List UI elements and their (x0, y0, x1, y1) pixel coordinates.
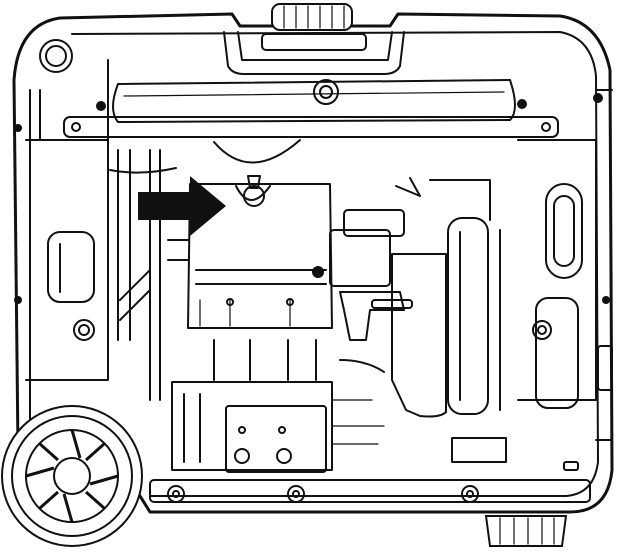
right-side-panel (517, 93, 613, 409)
muffler (391, 179, 501, 418)
rubber-foot (484, 515, 568, 547)
engine-block (187, 139, 333, 329)
carburetor (312, 177, 421, 341)
top-handle (223, 31, 405, 75)
fuel-cap (271, 3, 353, 31)
cross-bracket (63, 99, 559, 138)
arrow-right-icon (138, 176, 226, 236)
fuel-tank (112, 79, 516, 123)
lower-assembly (171, 339, 507, 473)
left-piping (109, 149, 189, 401)
outer-housing (12, 12, 614, 514)
left-side-panel (14, 39, 109, 381)
wheel (1, 405, 143, 547)
base-rail (149, 461, 591, 503)
